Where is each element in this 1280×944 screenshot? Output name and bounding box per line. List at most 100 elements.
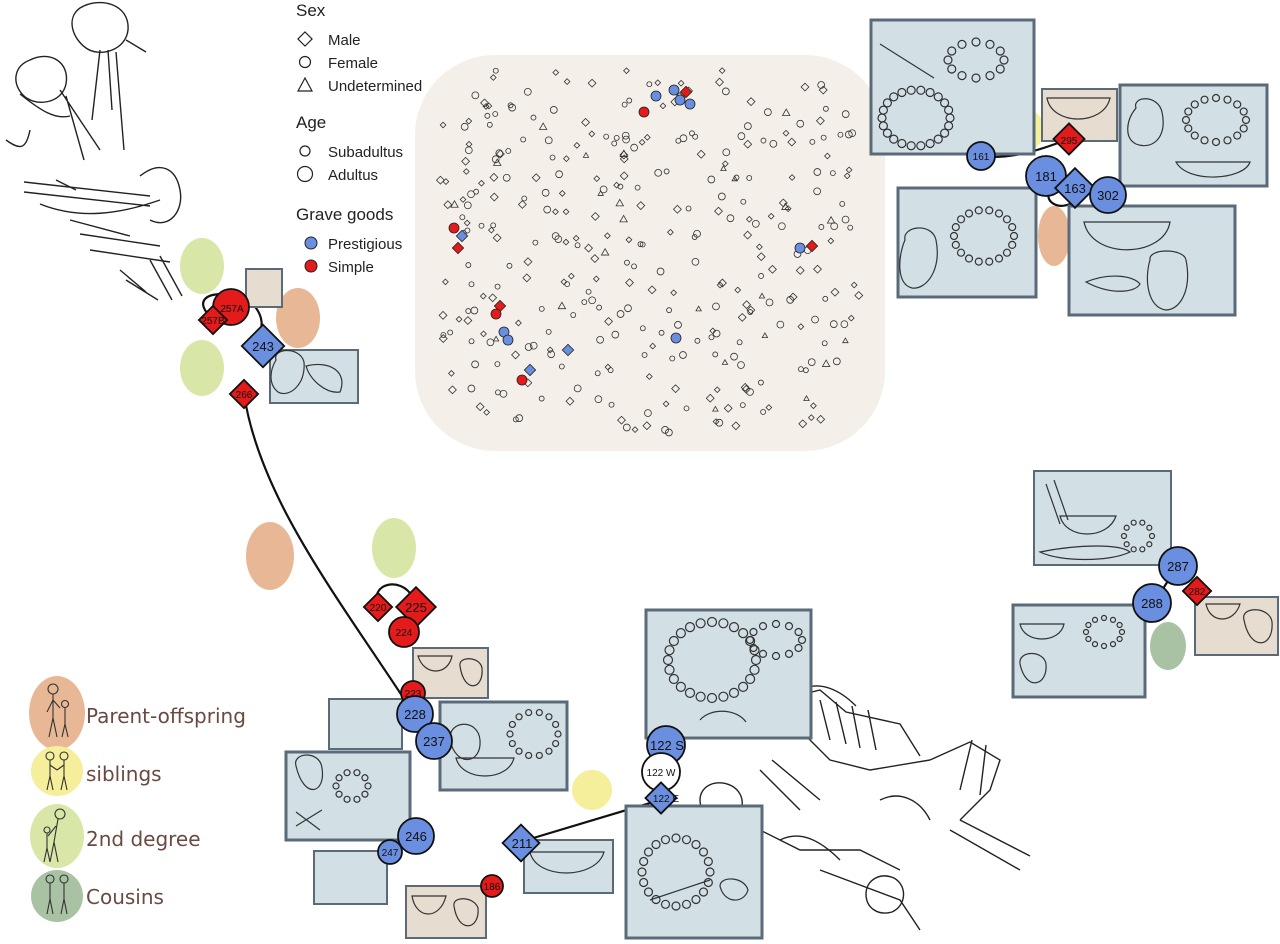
map-prestigious-grave <box>684 98 696 110</box>
map-female-grave <box>737 132 746 140</box>
map-female-grave <box>764 108 772 116</box>
burial-266-label: 266 <box>236 390 253 401</box>
bead-icon <box>882 98 892 108</box>
map-undetermined-grave <box>557 301 567 310</box>
burial-266[interactable] <box>228 378 260 410</box>
burial-122e[interactable] <box>644 781 678 815</box>
bead-icon <box>749 627 758 637</box>
grave-goods-box-181 <box>896 186 1038 299</box>
map-female-grave <box>669 355 676 362</box>
map-male-grave <box>631 426 639 433</box>
map-male-grave <box>435 175 445 185</box>
legend-sex-title: Sex <box>296 1 326 20</box>
cemetery-map <box>415 55 885 451</box>
map-male-grave <box>718 67 726 75</box>
map-female-grave <box>473 188 480 195</box>
bead-icon <box>343 769 351 777</box>
grave-goods-box-161 <box>869 18 1036 156</box>
map-female-grave <box>712 302 720 311</box>
burial-247[interactable] <box>377 839 403 865</box>
map-male-grave <box>442 278 449 286</box>
burial-220[interactable] <box>362 591 394 623</box>
burial-163[interactable] <box>1053 166 1097 210</box>
map-male-grave <box>489 192 499 202</box>
bead-icon <box>681 835 692 845</box>
map-prestigious-grave <box>794 242 806 254</box>
map-female-grave <box>658 329 665 336</box>
bead-icon <box>1233 100 1242 109</box>
map-male-grave <box>743 139 753 149</box>
burial-122w-label: 122 W <box>647 768 676 779</box>
map-male-grave <box>845 166 853 174</box>
map-female-grave <box>486 121 493 128</box>
legend-simple: Simple <box>328 259 374 276</box>
bead-icon <box>675 628 686 639</box>
burial-302[interactable] <box>1089 176 1127 214</box>
map-prestigious-grave <box>455 229 469 243</box>
bead-icon <box>1091 616 1099 623</box>
legend-age-title: Age <box>296 113 326 132</box>
map-female-grave <box>494 361 501 367</box>
burial-257b[interactable] <box>197 304 229 336</box>
bead-icon <box>1008 223 1017 232</box>
burial-163-label: 163 <box>1064 181 1086 196</box>
burial-243[interactable] <box>240 323 286 369</box>
bead-icon <box>651 839 661 850</box>
bead-icon <box>1008 240 1017 249</box>
burial-211[interactable] <box>501 823 541 863</box>
burial-224[interactable] <box>388 616 420 648</box>
grave-goods-box-288 <box>1011 603 1147 699</box>
burial-288[interactable] <box>1132 583 1172 623</box>
map-male-grave <box>742 300 752 310</box>
map-female-grave <box>760 409 767 415</box>
map-female-grave <box>694 337 701 344</box>
burial-246[interactable] <box>397 817 435 855</box>
map-female-grave <box>574 242 581 249</box>
map-female-grave <box>491 155 500 164</box>
burial-161[interactable] <box>966 141 996 171</box>
bead-icon <box>637 867 647 877</box>
map-male-grave <box>654 79 662 87</box>
map-female-grave <box>689 130 695 137</box>
bead-icon <box>957 39 967 50</box>
burial-282[interactable] <box>1181 575 1213 607</box>
map-female-grave <box>524 343 533 351</box>
map-female-grave <box>807 358 816 366</box>
map-male-grave <box>850 281 858 289</box>
siblings-marker <box>572 770 612 810</box>
burial-295[interactable] <box>1052 122 1086 156</box>
map-female-grave <box>685 205 692 212</box>
map-male-grave <box>647 285 657 295</box>
burial-186[interactable] <box>480 874 504 898</box>
map-male-grave <box>643 133 651 141</box>
bead-icon <box>1091 641 1099 648</box>
map-female-grave <box>555 170 563 179</box>
bead-icon <box>1002 215 1012 224</box>
bead-icon <box>1239 107 1248 116</box>
map-female-grave <box>611 140 618 147</box>
legend-second-degree: 2nd degree <box>86 827 201 851</box>
bead-icon <box>1123 541 1130 548</box>
burial-287[interactable] <box>1158 546 1198 586</box>
map-prestigious-grave <box>502 334 514 346</box>
map-female-grave <box>717 192 726 201</box>
map-male-grave <box>847 314 855 322</box>
burial-237[interactable] <box>415 722 453 760</box>
map-female-grave <box>596 304 603 311</box>
map-male-grave <box>721 160 729 168</box>
map-male-grave <box>590 211 600 221</box>
map-male-grave <box>795 266 805 275</box>
map-female-grave <box>837 131 844 138</box>
map-male-grave <box>705 393 715 403</box>
map-male-grave <box>478 179 485 187</box>
map-female-grave <box>798 366 804 373</box>
map-undetermined-grave <box>615 198 625 207</box>
map-female-grave <box>495 389 501 396</box>
map-undetermined-grave <box>492 335 500 342</box>
burial-288-label: 288 <box>1141 596 1163 611</box>
burial-228[interactable] <box>396 695 434 733</box>
map-female-grave <box>786 296 795 304</box>
simple-dot-icon <box>304 259 318 273</box>
map-male-grave <box>813 264 822 274</box>
map-female-grave <box>760 137 767 144</box>
